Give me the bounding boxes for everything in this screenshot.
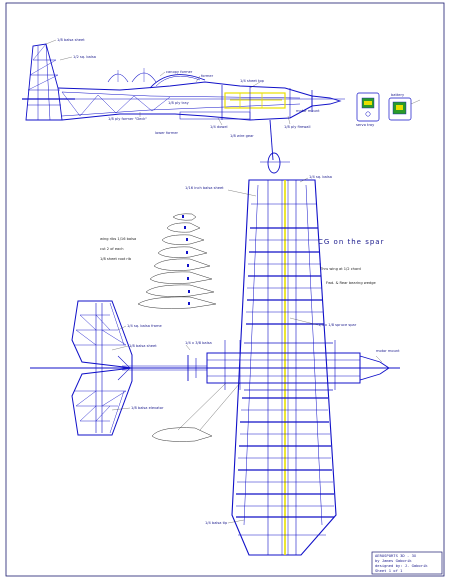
stabilizer-plan-view (71, 300, 133, 436)
fin-outline (25, 43, 63, 121)
label-ribs-2: cut 2 of each (100, 247, 124, 251)
wing-plan-view (206, 179, 390, 556)
label-le-sheet: 1/16 inch balsa sheet (185, 186, 224, 190)
label-stab-frame: 1/4 sq. balsa frame (127, 324, 163, 328)
sheet-border (5, 2, 445, 577)
label-tip-block: 1/4 balsa tip (205, 521, 228, 525)
plan-labels: 1/16 inch balsa sheet 1/4 sq. balsa 1/4 … (111, 175, 400, 525)
wing-ribs (236, 227, 334, 518)
label-stab-sheet: 1/8 balsa sheet (129, 344, 157, 348)
note-3: Fwd. & Rear bearing wedge (326, 281, 376, 285)
label-top-deck: 1/4 sheet top (240, 79, 265, 83)
label-ribs-3: 1/8 sheet root rib (100, 257, 132, 261)
wing-outline (231, 179, 337, 556)
label-motor: motor mount (376, 349, 400, 353)
firewall-detail: servo tray battery (356, 92, 421, 127)
wing-section (179, 111, 251, 120)
label-trailing-edge: 1/4 sq. balsa (309, 175, 332, 179)
label-rudder: 1/2 sq. balsa (73, 55, 96, 59)
title-line-2: by James Gaborik (375, 558, 412, 563)
fuselage-top-line (57, 81, 313, 97)
label-ribs-1: wing ribs 1/16 balsa (100, 237, 136, 241)
spinner (311, 95, 342, 107)
note-2: Thru wing at 1/2 chord (319, 267, 361, 271)
spinner-top-view (359, 355, 390, 381)
label-servo-tray: 1/8 ply tray (168, 101, 190, 105)
label-fin-sheet: 1/8 balsa sheet (57, 38, 85, 42)
canopy (149, 74, 206, 89)
label-landing-gear: 1/8 wire gear (230, 134, 254, 138)
label-firewall: 1/8 ply firewall (284, 125, 311, 129)
title-line-1: AEROSPORTS 3D - 3X (375, 553, 417, 558)
label-cowl-2: battery (391, 93, 405, 97)
label-motor-mount: motor mount (296, 109, 320, 113)
label-elevator: 1/8 balsa elevator (131, 406, 164, 410)
title-line-3: designed by: J. Gaborik (375, 563, 428, 568)
battery-area (224, 92, 286, 109)
fuselage-side-view (22, 43, 345, 174)
stab-lower (71, 367, 133, 436)
root-rib (151, 427, 213, 442)
label-fuse-bottom: 1/8 ply former "Deck" (108, 117, 147, 121)
label-lower-former: lower former (155, 131, 179, 135)
rib-templates: wing ribs 1/16 balsa cut 2 of each 1/8 s… (100, 213, 217, 442)
label-cowl-1: servo tray (356, 123, 375, 127)
note-cg: CG on the spar (318, 238, 384, 246)
label-wing-dowel: 1/4 dowel (210, 125, 228, 129)
label-canopy-former: canopy former (166, 70, 193, 74)
label-former-2: former (201, 74, 214, 78)
wheel (267, 152, 281, 174)
label-fuselage-stick: 1/4 x 3/8 balsa (185, 341, 212, 345)
title-line-4: Sheet 1 of 1 (375, 568, 403, 573)
label-spar: 1/4 x 1/8 spruce spar (318, 323, 357, 327)
side-view-labels: 1/8 balsa sheet 1/2 sq. balsa canopy for… (45, 38, 320, 138)
wing-secondary-ribs (236, 203, 334, 536)
title-block: AEROSPORTS 3D - 3X by James Gaborik desi… (371, 551, 443, 575)
